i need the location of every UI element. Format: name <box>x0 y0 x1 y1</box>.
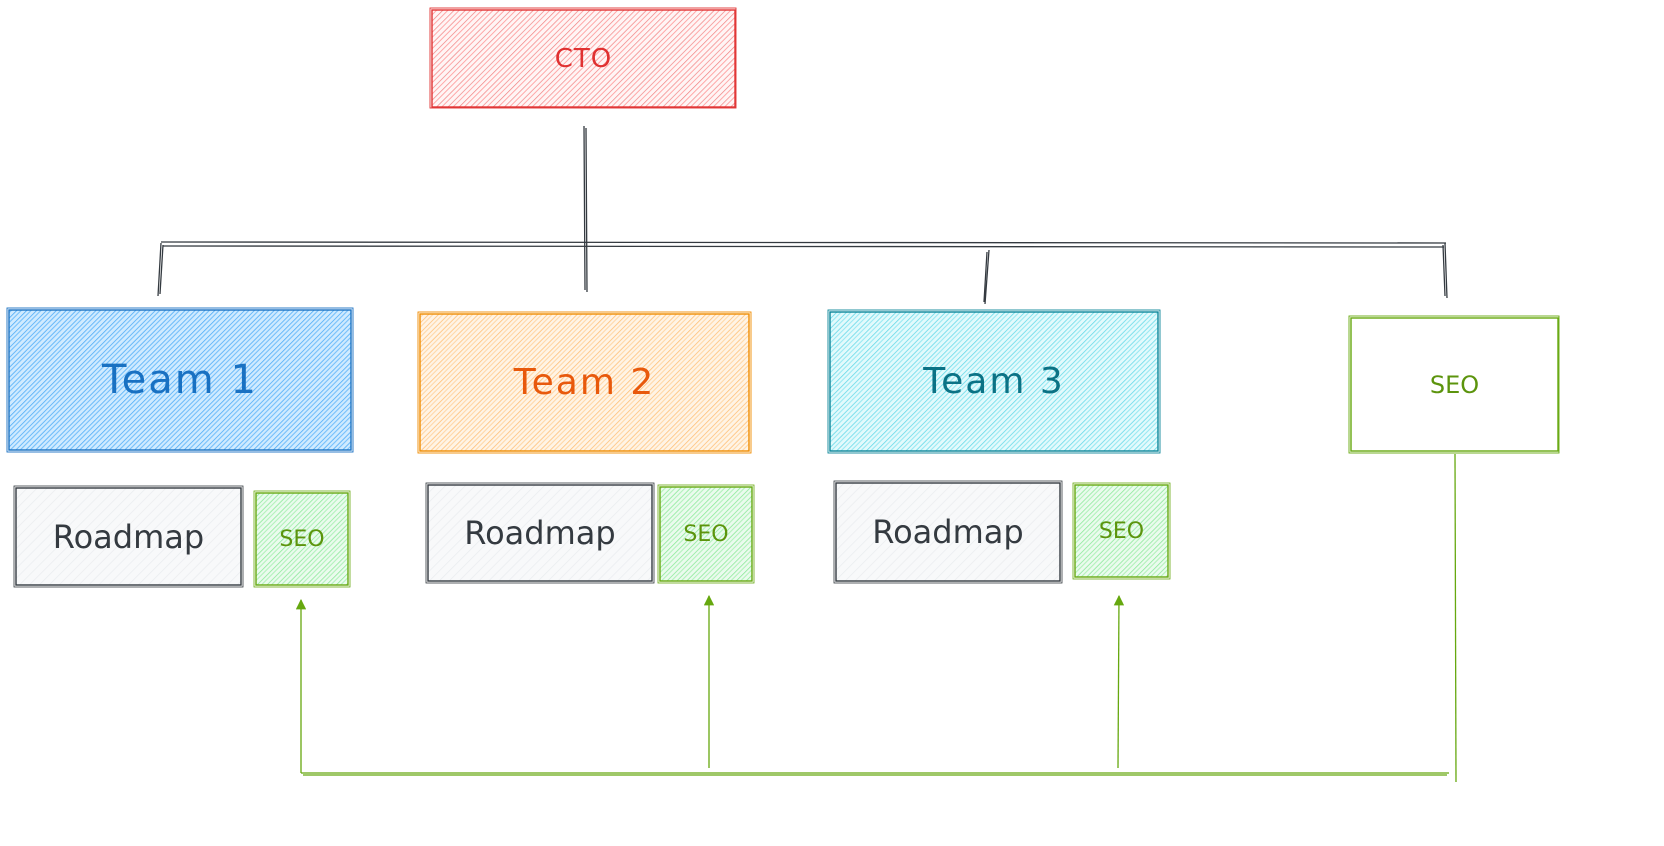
team-seo-3-label: SEO <box>1098 518 1145 544</box>
roadmap-box-1[interactable] <box>13 485 244 588</box>
team-3-box[interactable] <box>827 309 1161 454</box>
seo-central-label: SEO <box>1429 370 1480 399</box>
org-connectors <box>157 125 1448 305</box>
team-2-label: Team 2 <box>513 362 656 403</box>
roadmap-box-2[interactable] <box>425 482 655 584</box>
roadmap-2-label: Roadmap <box>464 514 616 552</box>
team-seo-box-2[interactable] <box>657 484 755 584</box>
cto-label: CTO <box>554 43 613 74</box>
team-1-box[interactable] <box>6 307 354 453</box>
team-seo-box-3[interactable] <box>1072 482 1171 580</box>
team-1-label: Team 1 <box>102 357 258 403</box>
seo-connectors <box>295 453 1457 783</box>
roadmap-1-label: Roadmap <box>52 517 205 556</box>
team-2-box[interactable] <box>417 311 752 454</box>
seo-central-box[interactable] <box>1348 315 1560 454</box>
cto-box[interactable] <box>429 7 737 109</box>
team-seo-1-label: SEO <box>279 526 325 552</box>
roadmap-3-label: Roadmap <box>872 513 1024 551</box>
seo-down-line <box>1454 453 1457 783</box>
team-seo-box-1[interactable] <box>253 490 351 588</box>
seo-arrow-to-team-3 <box>1113 594 1125 769</box>
bus-to-seo-line <box>1442 242 1448 299</box>
roadmap-box-3[interactable] <box>833 480 1063 584</box>
bus-to-team-3-line <box>983 249 990 305</box>
seo-bottom-line <box>301 772 1449 776</box>
cto-to-bus-line <box>583 125 588 293</box>
team-seo-2-label: SEO <box>683 521 729 547</box>
bus-to-team-1-line <box>157 242 164 297</box>
team-3-label: Team 3 <box>923 361 1065 402</box>
team-bus-line <box>160 241 1447 248</box>
